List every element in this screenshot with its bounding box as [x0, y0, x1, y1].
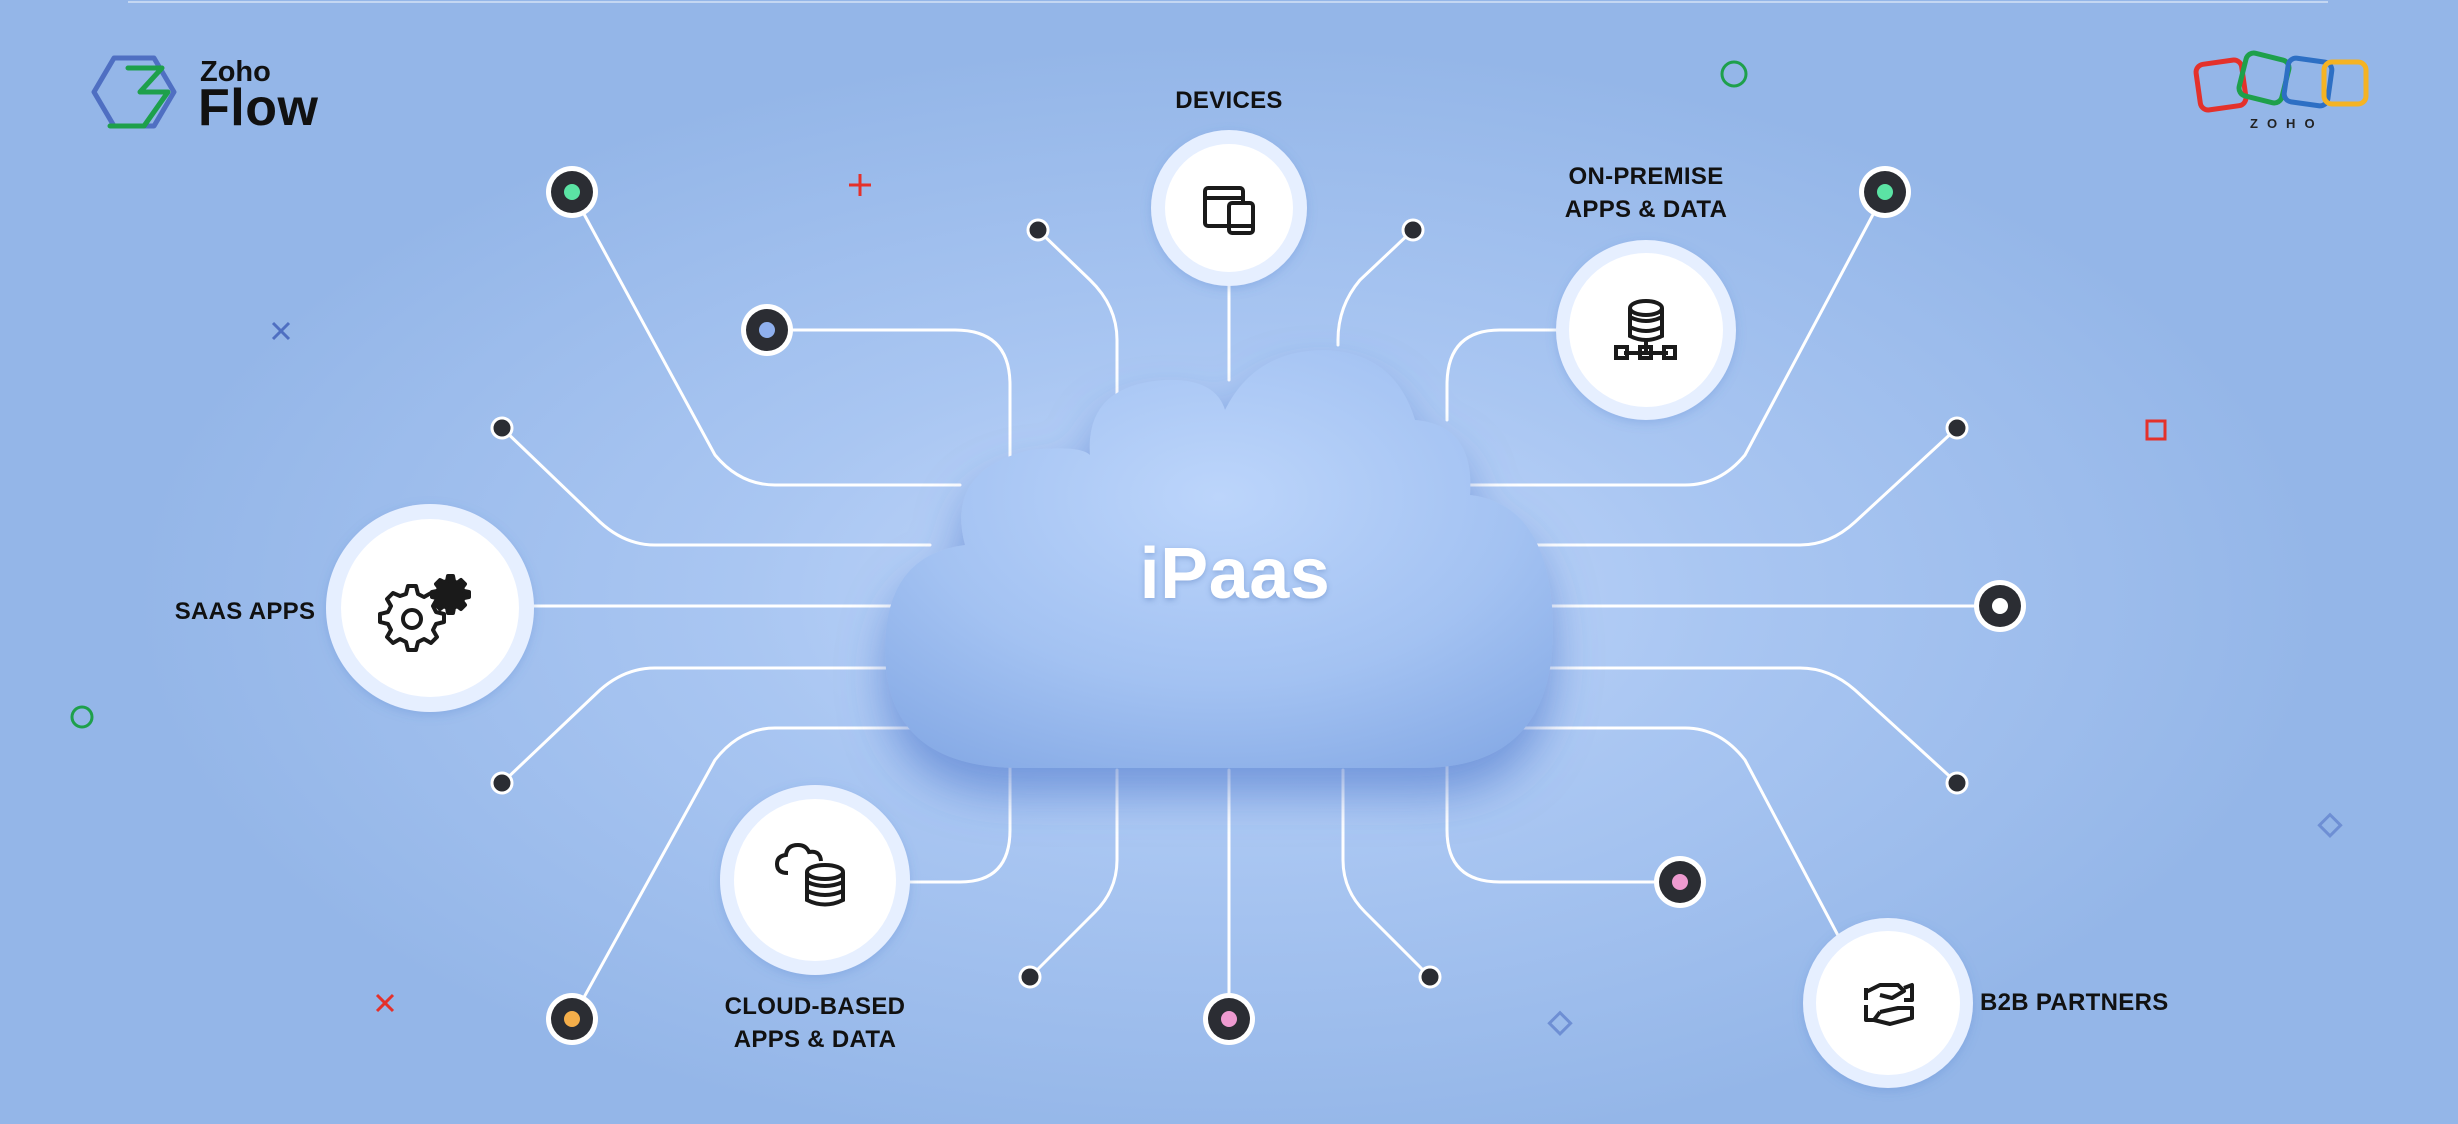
line-on-premise: [1445, 328, 1567, 422]
dot-bottom-right: [1418, 965, 1442, 989]
zoho-flow-logo-icon: [91, 55, 177, 129]
dot-bottom-left: [1018, 965, 1042, 989]
handshake-icon: [1864, 983, 1914, 1026]
devices-badge: [1151, 130, 1307, 286]
node-right-middle: [1974, 580, 2026, 632]
label-devices-text: DEVICES: [1175, 87, 1283, 114]
endpoint-nodes: [490, 166, 2026, 1045]
label-on-premise-line2: APPS & DATA: [1564, 196, 1728, 223]
label-saas-text: SAAS APPS: [174, 598, 316, 625]
deco-circle-left: [70, 705, 94, 729]
deco-circle-top: [1720, 60, 1748, 88]
label-b2b-text: B2B PARTNERS: [1980, 989, 2169, 1016]
dot-upper-left: [1026, 218, 1050, 242]
devices-icon: [1203, 186, 1255, 235]
cloud-shape: [885, 350, 1553, 768]
line-right-upper-dot: [1518, 426, 1959, 547]
hub-title: iPaas: [1139, 534, 1331, 614]
logo-prefix: Zoho: [200, 56, 271, 88]
node-upper-left-blue: [741, 304, 793, 356]
logo-product-name: Flow: [198, 79, 319, 137]
label-on-premise-line1: ON-PREMISE: [1568, 163, 1724, 190]
top-divider: [128, 1, 2328, 3]
line-right-pink: [1445, 758, 1682, 884]
zoho-flow-logo: Zoho Flow: [88, 52, 328, 142]
line-bottom-left-orange: [570, 726, 962, 1021]
node-bottom-left-orange: [546, 993, 598, 1045]
dot-left-upper: [490, 416, 514, 440]
gears-icon: [378, 574, 471, 652]
line-upper-right-dot: [1336, 228, 1415, 347]
line-top-left-green: [570, 190, 962, 487]
dot-right-upper: [1945, 416, 1969, 440]
line-bottom-left-dot: [1028, 768, 1119, 979]
cloud-based-badge: [720, 785, 910, 975]
line-b2b: [1468, 726, 1844, 945]
label-cloud-based-line2: APPS & DATA: [733, 1026, 897, 1053]
dot-right-lower: [1945, 771, 1969, 795]
line-right-lower-dot: [1518, 666, 1959, 785]
saas-badge: [326, 504, 534, 712]
line-left-lower-dot: [500, 666, 932, 785]
deco-diamond-bottom: [1547, 1010, 1573, 1037]
deco-x-red: [375, 993, 395, 1013]
zoho-logo-squares: [2193, 50, 2369, 113]
database-network-icon: [1614, 299, 1677, 360]
node-right-pink: [1654, 856, 1706, 908]
deco-diamond-right: [2317, 812, 2343, 839]
label-cloud-based-line1: CLOUD-BASED: [724, 993, 906, 1020]
label-b2b: B2B PARTNERS: [1980, 986, 2180, 1019]
node-bottom-pink: [1203, 993, 1255, 1045]
node-top-right-green: [1859, 166, 1911, 218]
deco-plus-red: [849, 174, 871, 196]
deco-x-blue: [271, 321, 291, 341]
icon-badges: [326, 130, 1973, 1088]
dot-left-lower: [490, 771, 514, 795]
line-upper-left-dot: [1036, 228, 1119, 397]
label-on-premise: ON-PREMISE APPS & DATA: [1526, 160, 1766, 226]
connector-lines: [500, 190, 2002, 1021]
on-premise-badge: [1556, 240, 1736, 420]
line-left-upper-dot: [500, 426, 932, 547]
node-top-left-green: [546, 166, 598, 218]
label-saas: SAAS APPS: [160, 595, 330, 628]
line-bottom-right-dot: [1341, 768, 1432, 979]
b2b-badge: [1803, 918, 1973, 1088]
deco-square-red: [2145, 419, 2167, 441]
dot-upper-right: [1401, 218, 1425, 242]
zoho-logo: ZOHO: [2190, 50, 2380, 140]
line-upper-left-blue: [765, 328, 1012, 462]
line-top-right-green: [1468, 190, 1887, 487]
line-cloud-based: [893, 763, 1012, 884]
label-cloud-based: CLOUD-BASED APPS & DATA: [695, 990, 935, 1056]
cloud-database-icon: [774, 842, 845, 907]
label-devices: DEVICES: [1129, 84, 1329, 117]
zoho-wordmark: ZOHO: [2250, 116, 2324, 131]
decorations: [70, 60, 2343, 1037]
